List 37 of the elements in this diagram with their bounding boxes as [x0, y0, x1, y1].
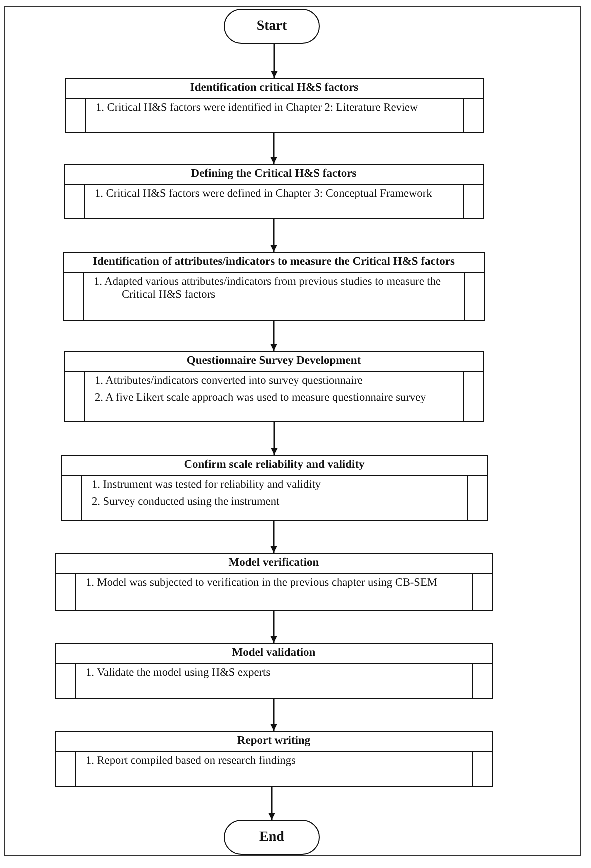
step-item: 2. Survey conducted using the instrument — [92, 496, 281, 508]
arrow — [270, 699, 278, 731]
step-item: 1. Attributes/indicators converted into survey questionnaire — [95, 375, 364, 388]
step-heading: Model validation — [56, 644, 492, 664]
step-heading: Identification critical H&S factors — [66, 79, 483, 100]
process-box — [64, 351, 484, 422]
step-heading: Identification of attributes/indicators to measure the Critical H&S factors — [64, 253, 484, 274]
process-box — [55, 731, 493, 787]
step-item: 1. Validate the model using H&S experts — [86, 667, 272, 680]
arrow — [268, 787, 276, 820]
process-box — [55, 553, 493, 611]
step-item: 1. Critical H&S factors were defined in Chapter 3: Conceptual Framework — [95, 188, 434, 201]
step-heading: Confirm scale reliability and validity — [62, 456, 487, 476]
step-item: 1. Instrument was tested for reliability and validity — [92, 479, 322, 492]
step-item: 1. Report compiled based on research findings — [86, 755, 297, 768]
arrow — [270, 219, 278, 252]
terminal-label: End — [260, 830, 284, 846]
step-item: 1. Model was subjected to verification in the previous chapter using CB-SEM — [86, 577, 438, 590]
terminal-label: Start — [256, 18, 288, 34]
process-box — [64, 164, 484, 219]
arrow — [271, 422, 278, 455]
step-heading: Model verification — [56, 554, 492, 574]
step-item: 1. Adapted various attributes/indicators from previous studies to measure the Critical H&S factors — [94, 276, 442, 302]
arrow — [270, 133, 278, 164]
step-item: 1. Critical H&S factors were identified in Chapter 2: Literature Review — [96, 102, 420, 115]
process-box — [55, 643, 493, 699]
arrow — [270, 321, 278, 351]
process-box — [61, 455, 488, 521]
step-heading: Report writing — [56, 732, 492, 752]
step-heading: Questionnaire Survey Development — [65, 352, 483, 372]
arrow — [271, 44, 278, 78]
step-heading: Defining the Critical H&S factors — [65, 165, 483, 186]
arrow — [270, 521, 278, 553]
step-item: 2. A five Likert scale approach was used to measure questionnaire survey — [95, 392, 428, 404]
arrow — [270, 611, 278, 643]
process-box — [65, 78, 484, 133]
process-box — [63, 252, 485, 321]
